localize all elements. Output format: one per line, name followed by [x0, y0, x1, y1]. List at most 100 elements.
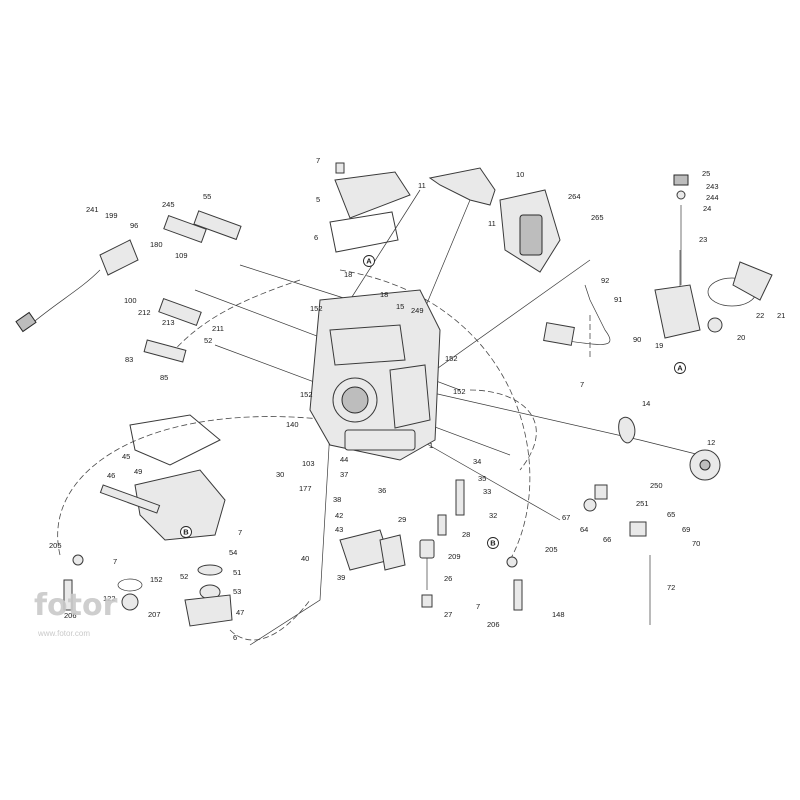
accelerator-pump-assembly — [339, 479, 465, 608]
callout-label: 34 — [473, 457, 481, 466]
callout-label: 26 — [444, 574, 452, 583]
callout-label: 7 — [316, 156, 320, 165]
callout-label: 70 — [692, 539, 700, 548]
callout-label: 243 — [706, 182, 719, 191]
callout-label: 7 — [238, 528, 242, 537]
callout-label: 11 — [418, 181, 426, 190]
callout-label: 96 — [130, 221, 138, 230]
callout-label: 212 — [138, 308, 151, 317]
callout-label: 7 — [580, 380, 584, 389]
callout-label: 69 — [682, 525, 690, 534]
callout-label: 44 — [340, 455, 348, 464]
callout-label: 47 — [236, 608, 244, 617]
part-number-callouts: 7561110112642652524324424232122201924119… — [49, 156, 785, 642]
reference-marker-b: B — [487, 537, 499, 549]
callout-label: 199 — [105, 211, 118, 220]
reference-marker-b: B — [180, 526, 192, 538]
hose-ends — [63, 554, 523, 611]
callout-label: 49 — [134, 467, 142, 476]
watermark-url: www.fotor.com — [37, 629, 90, 638]
callout-label: 65 — [667, 510, 675, 519]
float-bowl-assembly — [99, 414, 233, 627]
left-sensor-cable — [15, 239, 139, 333]
callout-label: 22 — [756, 311, 764, 320]
callout-label: 177 — [299, 484, 312, 493]
callout-label: 38 — [333, 495, 341, 504]
callout-label: 211 — [212, 324, 224, 333]
callout-label: 54 — [229, 548, 237, 557]
callout-label: 66 — [603, 535, 611, 544]
callout-label: 83 — [125, 355, 133, 364]
callout-label: 25 — [702, 169, 710, 178]
callout-label: 20 — [737, 333, 745, 342]
callout-label: 209 — [448, 552, 461, 561]
callout-label: 32 — [489, 511, 497, 520]
callout-label: 90 — [633, 335, 641, 344]
callout-label: 18 — [380, 290, 388, 299]
callout-label: 40 — [301, 554, 309, 563]
callout-label: 1 — [429, 441, 433, 450]
reference-marker-label: A — [677, 364, 683, 373]
upper-bracket-assembly — [428, 167, 561, 273]
callout-label: 152 — [300, 390, 313, 399]
reference-marker-a: A — [674, 362, 686, 374]
callout-label: 109 — [175, 251, 188, 260]
callout-label: 91 — [614, 295, 622, 304]
callout-label: 152 — [445, 354, 458, 363]
callout-label: 12 — [707, 438, 715, 447]
callout-label: 152 — [453, 387, 466, 396]
callout-label: 46 — [107, 471, 115, 480]
callout-label: 36 — [378, 486, 386, 495]
callout-label: 206 — [64, 611, 77, 620]
top-cover-assembly — [329, 162, 411, 253]
callout-label: 213 — [162, 318, 175, 327]
callout-label: 85 — [160, 373, 168, 382]
watermark: fotor www.fotor.com — [34, 588, 118, 638]
upper-left-valves — [143, 210, 242, 363]
callout-label: 6 — [233, 633, 237, 642]
callout-label: 53 — [233, 587, 241, 596]
callout-label: 152 — [310, 304, 323, 313]
callout-label: 265 — [591, 213, 604, 222]
reference-marker-a: A — [363, 255, 375, 267]
callout-label: 103 — [302, 459, 315, 468]
callout-label: 205 — [49, 541, 62, 550]
callout-label: 148 — [552, 610, 565, 619]
callout-label: 241 — [86, 205, 99, 214]
reference-marker-label: B — [183, 528, 189, 537]
callout-label: 6 — [314, 233, 318, 242]
reference-markers: A A B B — [180, 255, 686, 549]
callout-label: 251 — [636, 499, 649, 508]
throttle-shaft-assembly — [583, 417, 721, 625]
callout-label: 72 — [667, 583, 675, 592]
callout-label: 180 — [150, 240, 163, 249]
callout-label: 28 — [462, 530, 470, 539]
callout-label: 245 — [162, 200, 175, 209]
callout-label: 52 — [204, 336, 212, 345]
callout-label: 67 — [562, 513, 570, 522]
callout-label: 7 — [476, 602, 480, 611]
callout-label: 18 — [344, 270, 352, 279]
reference-marker-label: A — [366, 257, 372, 266]
callout-label: 264 — [568, 192, 581, 201]
callout-label: 244 — [706, 193, 719, 202]
carburetor-body — [309, 289, 441, 461]
callout-label: 5 — [316, 195, 320, 204]
callout-label: 27 — [444, 610, 452, 619]
callout-label: 207 — [148, 610, 161, 619]
callout-label: 43 — [335, 525, 343, 534]
callout-label: 23 — [699, 235, 707, 244]
callout-label: 7 — [113, 557, 117, 566]
choke-cable-assembly — [543, 284, 611, 346]
callout-label: 250 — [650, 481, 663, 490]
callout-label: 10 — [516, 170, 524, 179]
callout-label: 100 — [124, 296, 137, 305]
callout-label: 33 — [483, 487, 491, 496]
callout-label: 19 — [655, 341, 663, 350]
callout-label: 15 — [396, 302, 404, 311]
callout-label: 64 — [580, 525, 588, 534]
callout-label: 29 — [398, 515, 406, 524]
callout-label: 52 — [180, 572, 188, 581]
callout-label: 11 — [488, 219, 496, 228]
callout-label: 55 — [203, 192, 211, 201]
